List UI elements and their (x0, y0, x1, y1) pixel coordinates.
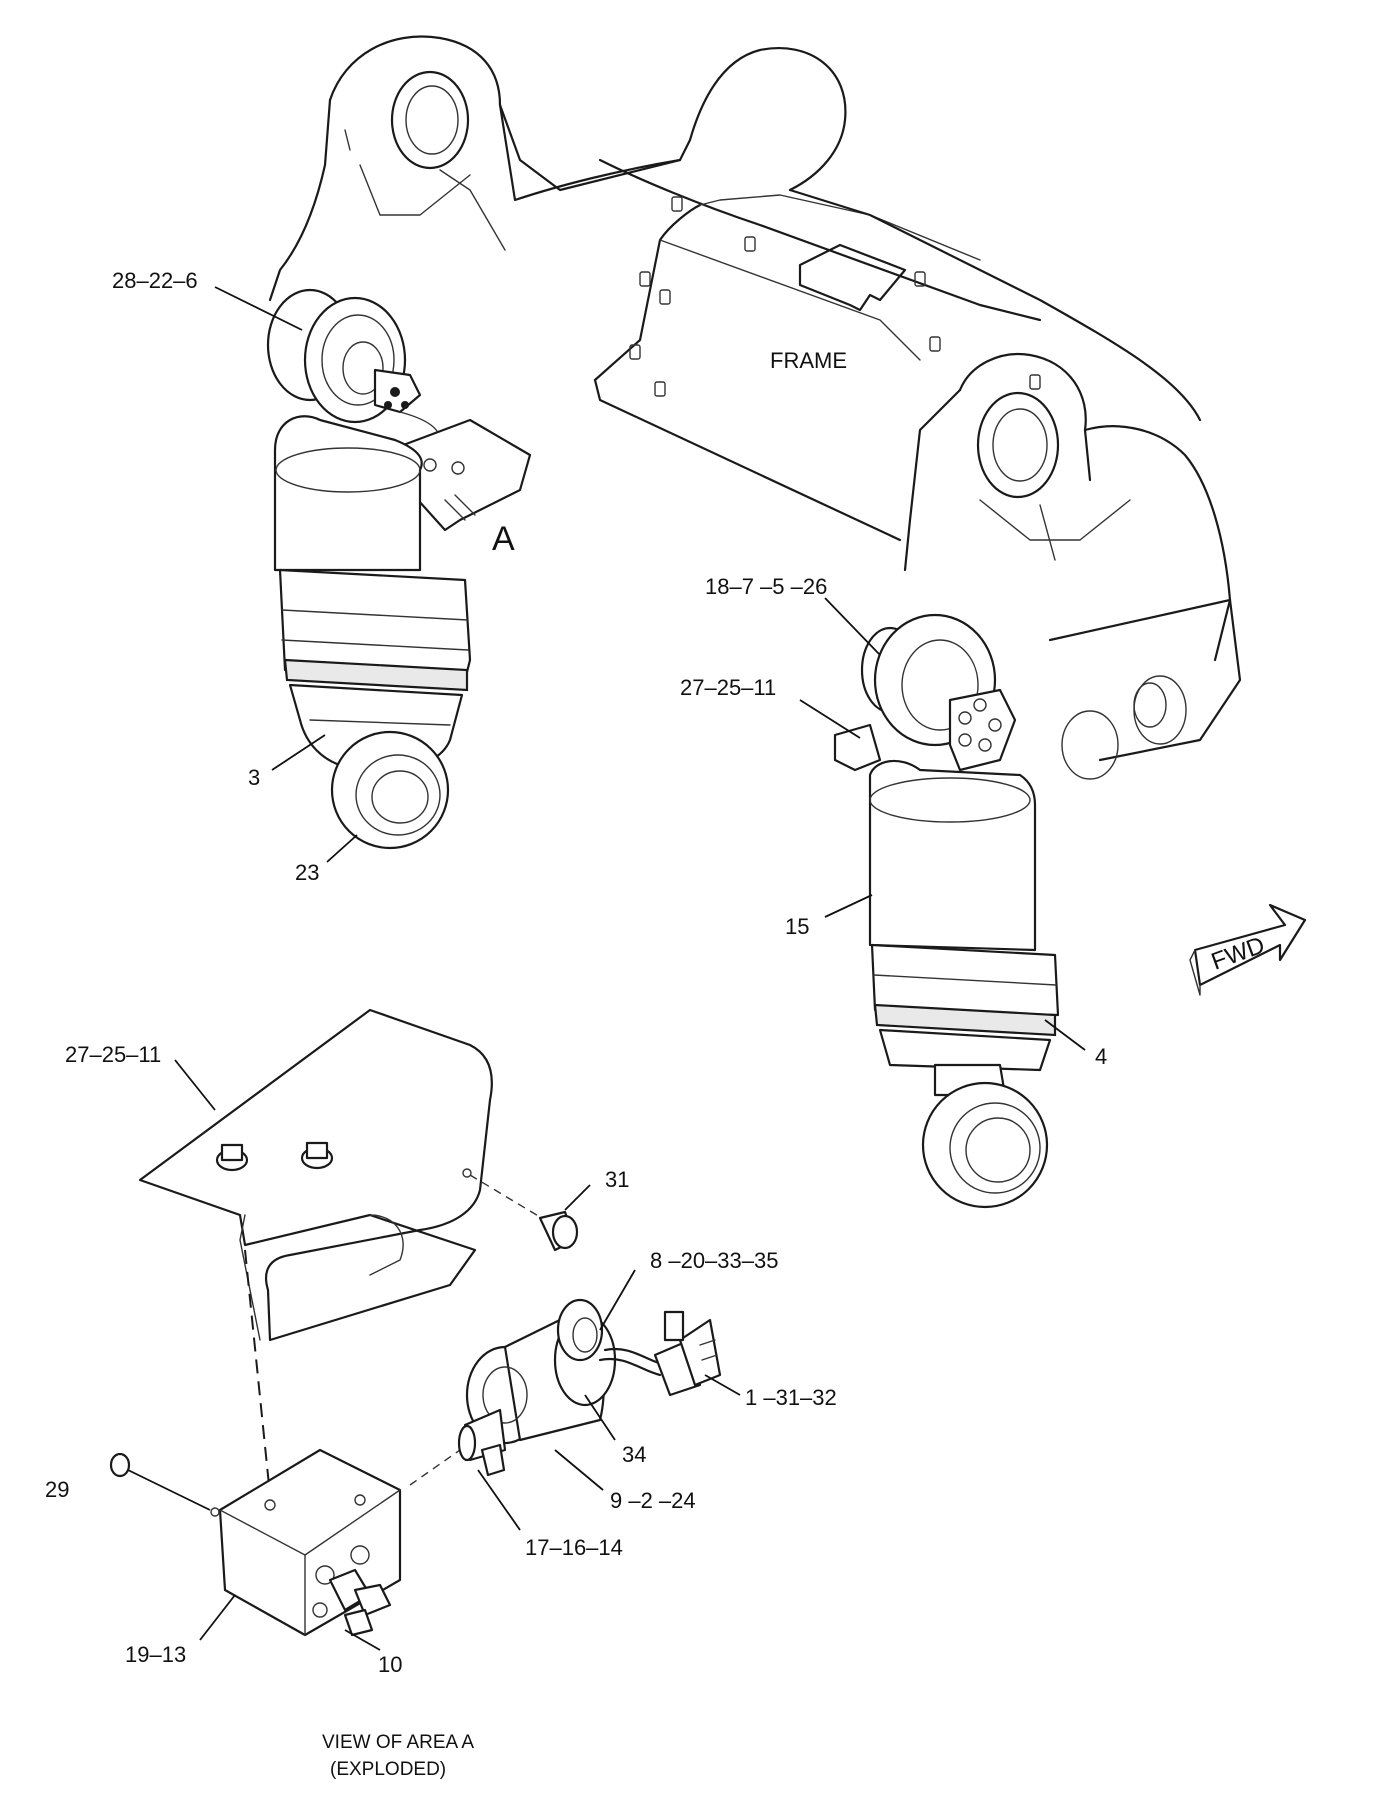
callout-28-22-6: 28–22–6 (112, 268, 198, 293)
callout-8-20-33-35: 8 –20–33–35 (650, 1248, 778, 1273)
callout-4: 4 (1095, 1044, 1107, 1069)
callout-34: 34 (622, 1442, 646, 1467)
callout-31: 31 (605, 1167, 629, 1192)
callout-9-2-24: 9 –2 –24 (610, 1488, 696, 1513)
frame-label: FRAME (770, 348, 847, 373)
callout-1-31-32: 1 –31–32 (745, 1385, 837, 1410)
callout-18-7-5-26: 18–7 –5 –26 (705, 574, 827, 599)
callout-15: 15 (785, 914, 809, 939)
caption-line-1: VIEW OF AREA A (322, 1732, 474, 1753)
caption-line-2: (EXPLODED) (330, 1759, 446, 1780)
right-strut-drawing (833, 613, 1060, 1209)
callout-27-25-11-bottom: 27–25–11 (65, 1042, 161, 1067)
callout-3: 3 (248, 765, 260, 790)
callout-29: 29 (45, 1477, 69, 1502)
frame-drawing: FRAME (268, 35, 1242, 780)
callout-10: 10 (378, 1652, 402, 1677)
area-a-label: A (492, 520, 515, 558)
callout-27-25-11-top: 27–25–11 (680, 675, 776, 700)
view-caption: VIEW OF AREA A (EXPLODED) (322, 1732, 474, 1780)
left-strut-drawing: A (266, 288, 532, 850)
callout-19-13: 19–13 (125, 1642, 186, 1667)
callout-17-16-14: 17–16–14 (525, 1535, 623, 1560)
callout-labels: 28–22–6 3 23 18–7 –5 –26 27–25–11 15 4 2… (45, 268, 1107, 1677)
callout-23: 23 (295, 860, 319, 885)
callout-leaders (174, 286, 1086, 1651)
fwd-arrow: FWD (1189, 903, 1307, 996)
exploded-view-drawing (109, 1008, 722, 1637)
